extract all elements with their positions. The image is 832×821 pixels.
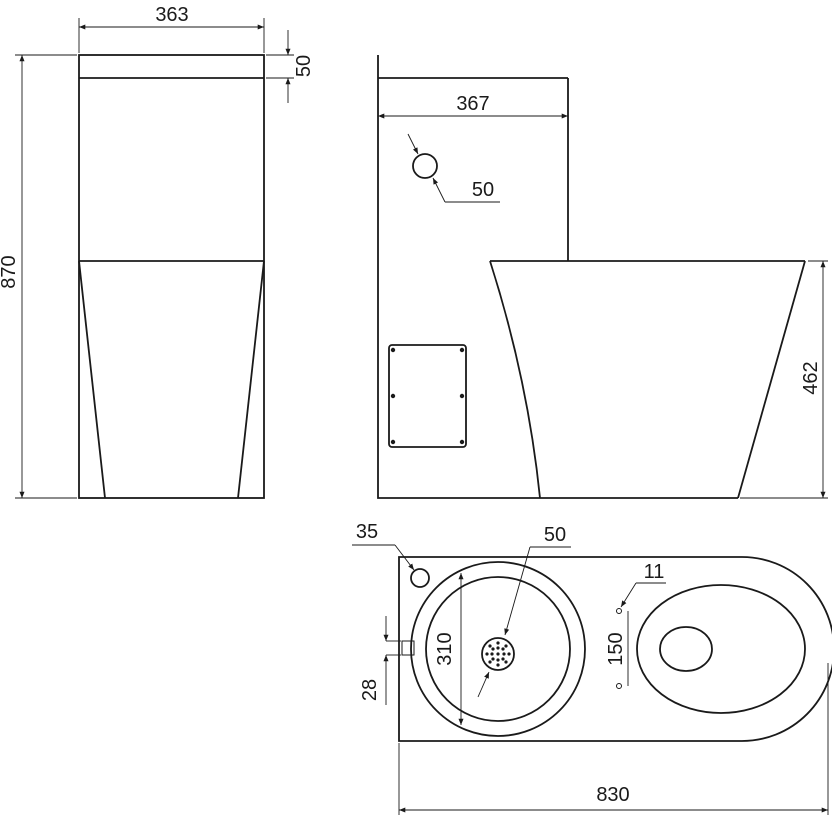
mount-hole <box>616 683 622 689</box>
dim-lid-thickness: 50 <box>266 30 315 103</box>
overall-length-label: 830 <box>596 784 629 806</box>
top-outline <box>398 556 832 742</box>
side-outlet <box>401 640 415 656</box>
front-width-label: 363 <box>155 4 188 26</box>
access-panel <box>388 344 467 448</box>
front-outline <box>78 54 265 499</box>
basin-outer-rim <box>410 561 586 737</box>
tank-depth-label: 367 <box>456 93 489 115</box>
front-bowl-left-edge <box>78 260 106 499</box>
side-bowl-front-edge <box>737 260 806 499</box>
mount-spacing-label: 150 <box>605 632 627 665</box>
dim-bowl-height: 462 <box>740 260 828 499</box>
front-view <box>78 54 265 499</box>
lid-thickness-label: 50 <box>293 55 315 77</box>
dim-side-offset: 28 <box>359 616 401 705</box>
panel-screw <box>459 393 465 399</box>
panel-screw <box>390 439 396 445</box>
mount-hole-label: 11 <box>644 561 665 583</box>
dim-inlet-diameter: 50 <box>407 133 500 203</box>
dim-mount-spacing: 150 <box>605 611 629 686</box>
dim-overall-length: 830 <box>398 663 829 815</box>
mount-hole <box>616 608 622 614</box>
dim-tank-depth: 367 <box>378 93 568 119</box>
dim-total-height: 870 <box>0 54 77 499</box>
side-bowl-back-curve <box>489 260 541 499</box>
drain-diameter-label: 50 <box>544 524 566 546</box>
top-view <box>398 556 832 742</box>
dim-mount-hole: 11 <box>620 561 666 608</box>
dim-sink-outlet: 35 <box>352 521 415 571</box>
side-offset-label: 28 <box>359 679 381 701</box>
dim-basin-diameter: 310 <box>434 573 464 725</box>
inlet-hole <box>412 153 438 179</box>
panel-screw <box>459 439 465 445</box>
side-back-outline <box>377 55 540 499</box>
front-bowl-right-edge <box>237 260 265 499</box>
total-height-label: 870 <box>0 255 20 288</box>
drain-grate-holes <box>485 641 511 667</box>
toilet-bowl-outlet <box>659 626 713 672</box>
panel-screw <box>390 393 396 399</box>
sink-outlet-hole <box>410 568 430 588</box>
inlet-diameter-label: 50 <box>472 179 494 201</box>
dim-front-width: 363 <box>78 4 265 53</box>
dim-drain-diameter: 50 <box>477 524 571 698</box>
side-view <box>377 55 806 499</box>
panel-screw <box>390 347 396 353</box>
bowl-height-label: 462 <box>800 361 822 394</box>
sink-outlet-label: 35 <box>356 521 378 543</box>
toilet-seat-opening <box>636 584 806 714</box>
basin-drain <box>481 637 515 671</box>
basin-inner <box>425 576 571 722</box>
panel-screw <box>459 347 465 353</box>
basin-diameter-label: 310 <box>434 632 456 665</box>
